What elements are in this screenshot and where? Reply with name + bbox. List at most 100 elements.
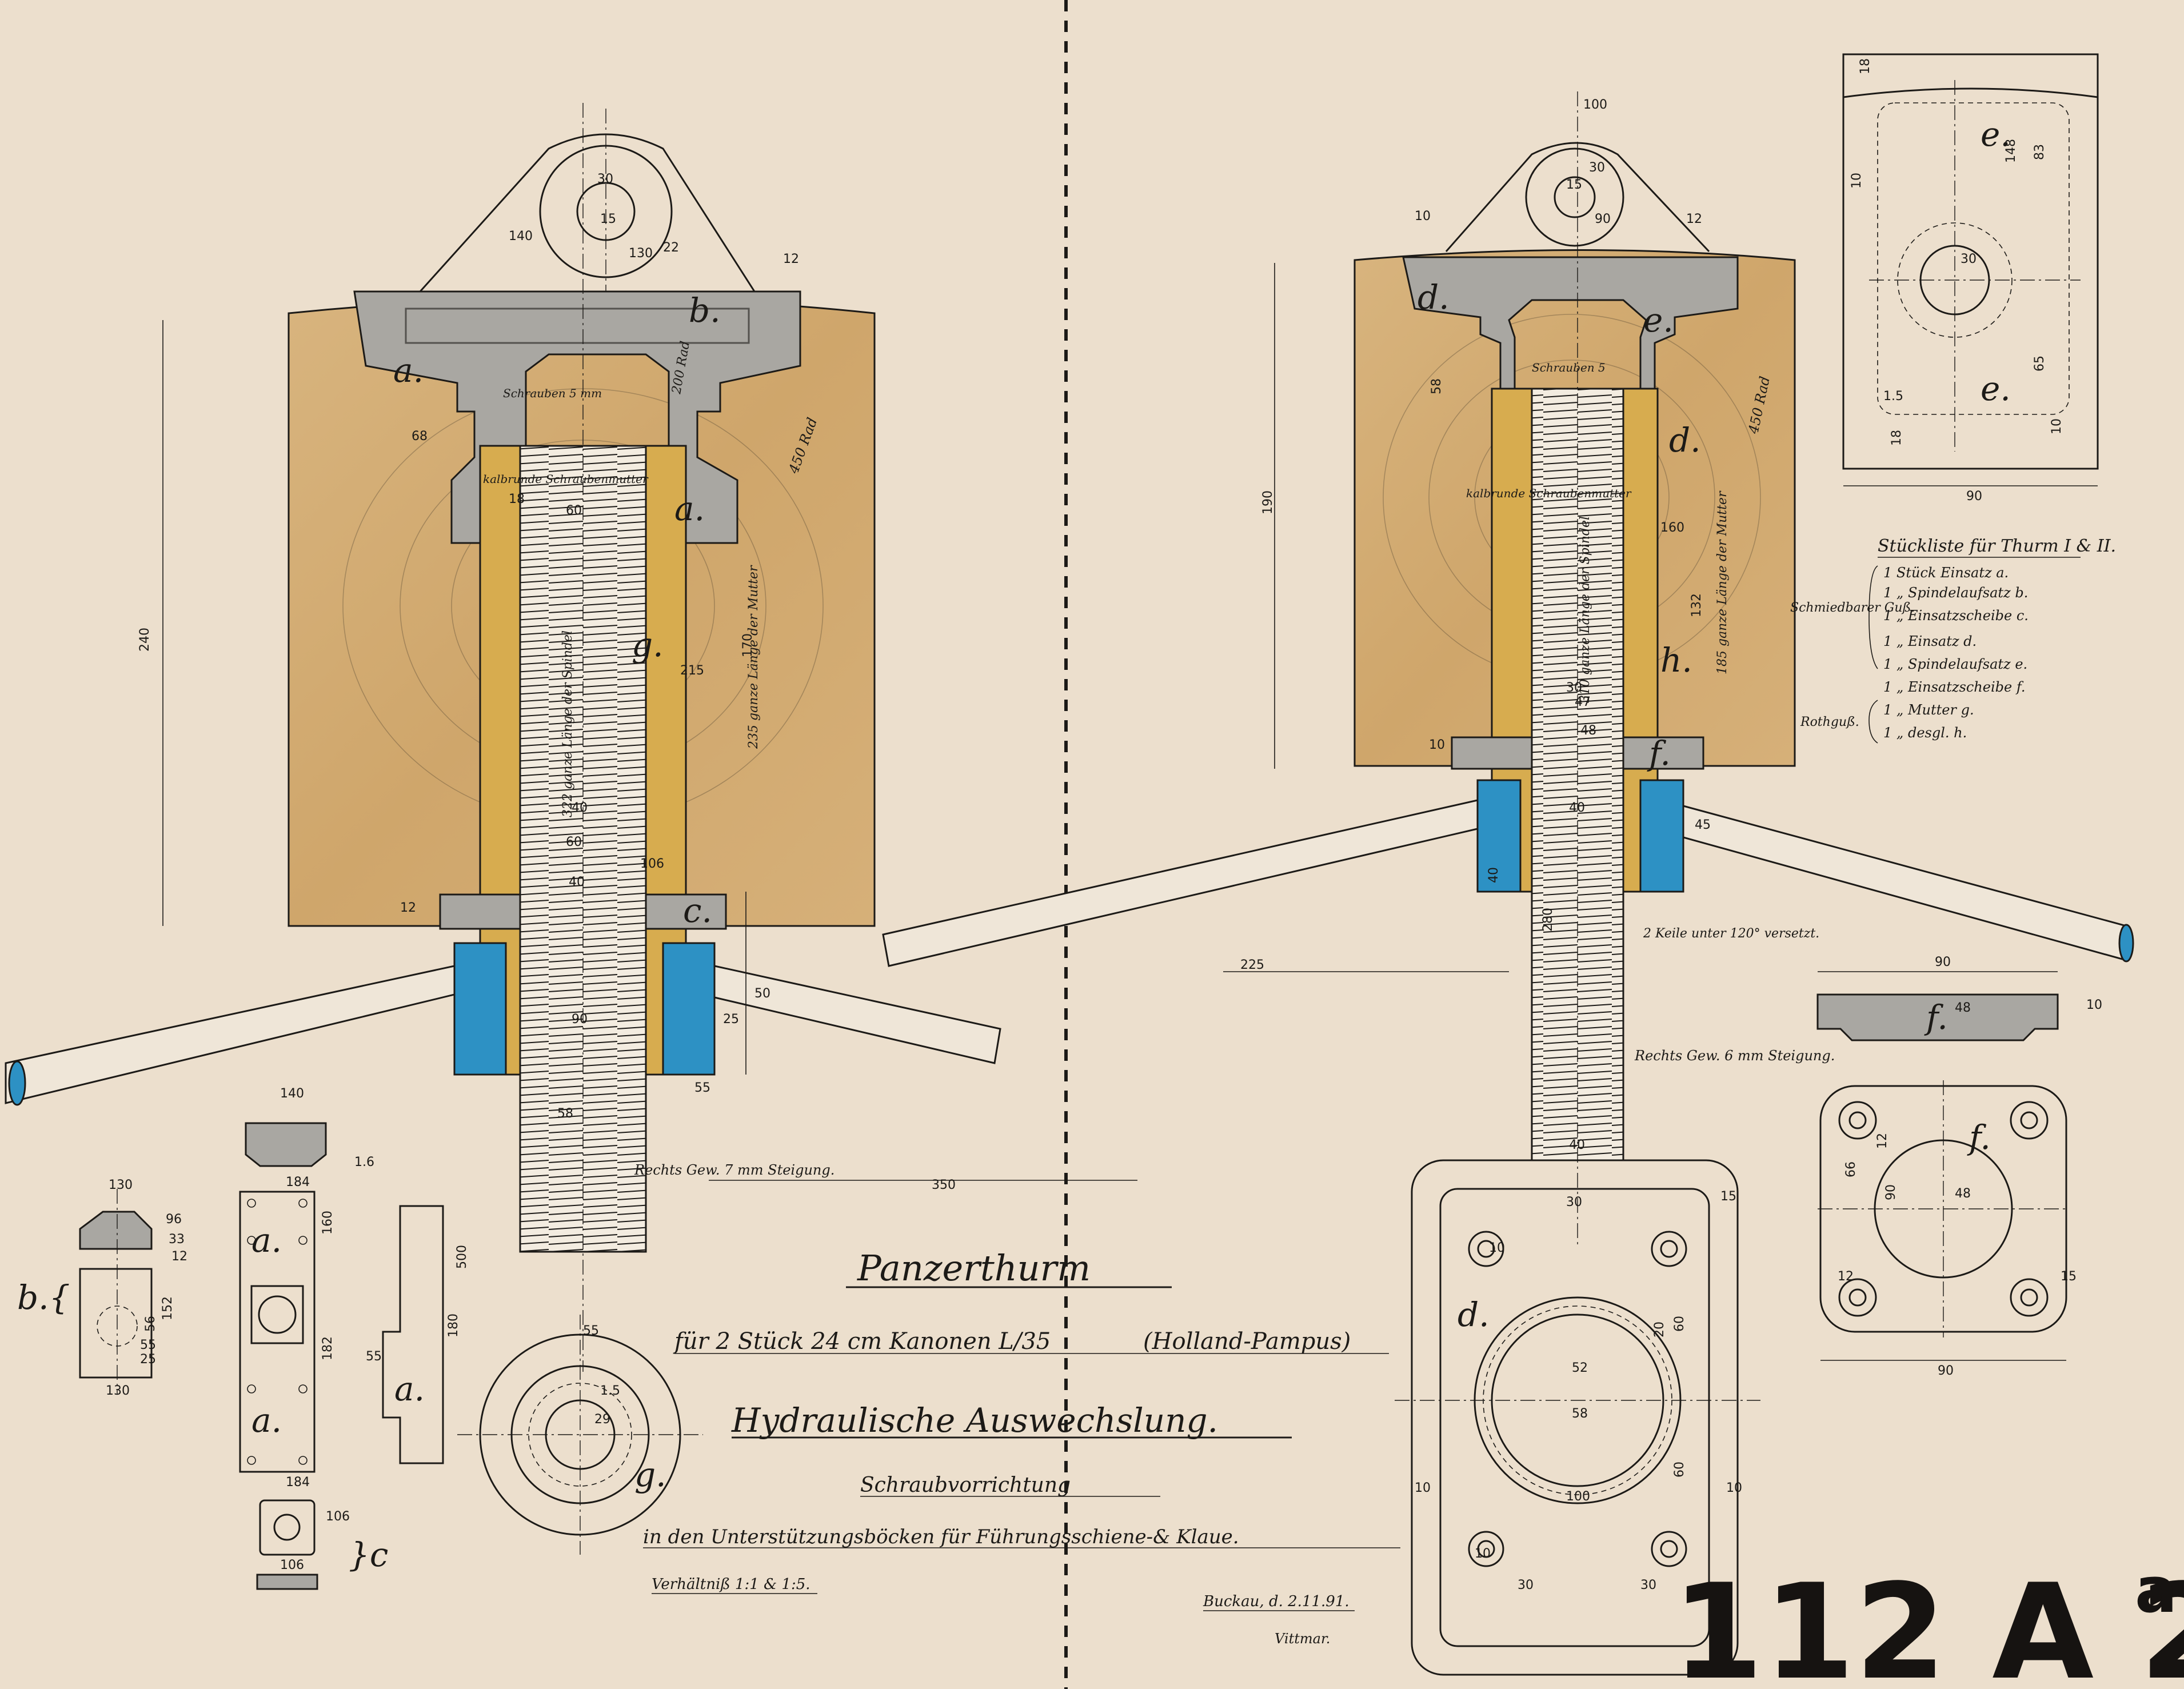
a-dim-1-6: 1.6: [354, 1155, 374, 1169]
dim-55: 55: [694, 1081, 710, 1095]
left-support-arm-right: [713, 965, 1001, 1064]
left-support-arm-left: [5, 965, 456, 1104]
f-dim-48b: 48: [1955, 1187, 1971, 1201]
rdim-280: 280: [1541, 908, 1555, 932]
b-dim-12: 12: [171, 1249, 187, 1264]
b-dim-55: 55: [140, 1338, 156, 1352]
right-label-f: f.: [1647, 734, 1671, 773]
left-plate-c-right: [645, 893, 727, 930]
rdim-132: 132: [1690, 593, 1704, 617]
right-nut-length-note: 185 ganze Länge der Mutter: [1715, 490, 1730, 674]
e-dim-18: 18: [1858, 58, 1872, 74]
a-dim-180: 180: [446, 1313, 461, 1337]
parts-item-7: 1 „ Mutter g.: [1883, 702, 1974, 718]
scale-note: Verhältniß 1:1 & 1:5.: [652, 1576, 810, 1593]
title-line-1: Panzerthurm: [857, 1247, 1091, 1289]
rdim-52: 52: [1572, 1361, 1588, 1375]
dim-170: 170: [741, 633, 755, 657]
f-dim-12b: 12: [1838, 1269, 1854, 1284]
dim-55b: 55: [583, 1324, 599, 1338]
left-assembly-section: a. a. b. g. c. g. 235 ganze Länge der Mu…: [5, 103, 1137, 1555]
e-dim-10: 10: [1850, 173, 1864, 189]
f-dim-66: 66: [1844, 1161, 1858, 1177]
detail-e-label-top: e.: [1981, 115, 2011, 154]
right-bushing-left: [1476, 779, 1522, 893]
e-dim-90: 90: [1966, 489, 1982, 504]
rdim-30e: 30: [1640, 1578, 1656, 1592]
dim-1-5: 1.5: [600, 1384, 620, 1398]
f-dim-90b: 90: [1884, 1184, 1898, 1200]
a-dim-140: 140: [280, 1087, 304, 1101]
b-dim-152: 152: [161, 1296, 175, 1320]
a-dim-184: 184: [286, 1175, 310, 1189]
parts-item-1: 1 Stück Einsatz a.: [1883, 565, 2009, 581]
b-dim-25: 25: [140, 1352, 156, 1367]
right-plate-f-left: [1451, 736, 1533, 770]
left-label-a: a.: [674, 489, 705, 528]
right-base-plate-d: [1395, 1159, 1760, 1676]
rdim-58b: 58: [1572, 1407, 1588, 1421]
dim-22: 22: [663, 241, 679, 255]
parts-list-group2: Rothguß.: [1800, 715, 1859, 729]
right-wedges-note: 2 Keile unter 120° versetzt.: [1643, 927, 1819, 941]
b-dim-96: 96: [166, 1212, 182, 1227]
parts-list-group1: Schmiedbarer Guß.: [1790, 601, 1915, 615]
f-dim-10: 10: [2086, 998, 2102, 1012]
rdim-30b: 30: [1566, 681, 1582, 695]
right-rod-thread-note: Rechts Gew. 6 mm Steigung.: [1634, 1048, 1835, 1064]
dim-350: 350: [932, 1178, 956, 1192]
rdim-48: 48: [1580, 724, 1596, 738]
rdim-40b: 40: [1569, 801, 1585, 815]
rdim-40c: 40: [1569, 1138, 1585, 1152]
rdim-60b: 60: [1672, 1462, 1687, 1478]
left-screw-note: Schrauben 5 mm: [503, 386, 602, 400]
detail-a-label-2: a.: [251, 1401, 282, 1440]
rdim-15: 15: [1720, 1189, 1736, 1204]
dim-40a: 40: [572, 801, 588, 815]
e-dim-1-5: 1.5: [1883, 389, 1903, 404]
parts-item-5: 1 „ Spindelaufsatz e.: [1883, 656, 2027, 672]
rdim-10: 10: [1415, 209, 1431, 223]
right-support-arm-left: [882, 799, 1479, 967]
dim-90: 90: [572, 1012, 588, 1027]
title-line-2-right: (Holland-Pampus): [1143, 1328, 1351, 1355]
rdim-45: 45: [1695, 818, 1711, 832]
a-dim-160: 160: [321, 1211, 335, 1235]
parts-item-3: 1 „ Einsatzscheibe c.: [1883, 608, 2029, 624]
detail-b-brace: b.{: [17, 1278, 70, 1317]
dim-240: 240: [138, 628, 152, 652]
rdim-225: 225: [1240, 958, 1264, 972]
left-nut-length-note: 235 ganze Länge der Mutter: [746, 565, 761, 749]
right-bushing-right: [1639, 779, 1684, 893]
title-line-3: Hydraulische Auswechslung.: [731, 1401, 1218, 1440]
right-kalbrunde-note: kalbrunde Schraubenmutter: [1466, 486, 1632, 500]
rdim-100: 100: [1583, 98, 1607, 112]
detail-c-brace: }c: [349, 1535, 388, 1574]
c-dim-106b: 106: [280, 1558, 304, 1572]
rdim-160: 160: [1660, 521, 1684, 535]
e-dim-18b: 18: [1890, 430, 1904, 446]
place-date: Buckau, d. 2.11.91.: [1203, 1593, 1349, 1610]
left-spindle-length-note: 322 ganze Länge der Spindel: [561, 630, 575, 817]
rdim-30d: 30: [1518, 1578, 1534, 1592]
archive-number-suffix: a: [2135, 1554, 2177, 1627]
a-dim-500: 500: [455, 1245, 469, 1269]
rdim-100b: 100: [1566, 1490, 1590, 1504]
rdim-40: 40: [1487, 867, 1501, 883]
f-dim-12: 12: [1875, 1133, 1890, 1149]
parts-item-8: 1 „ desgl. h.: [1883, 725, 1967, 741]
dim-40b: 40: [569, 875, 585, 889]
c-dim-106: 106: [326, 1510, 350, 1524]
rdim-15: 15: [1566, 178, 1582, 192]
b-dim-130: 130: [109, 1178, 133, 1192]
dim-12b: 12: [400, 901, 416, 915]
right-screw-note: Schrauben 5: [1532, 361, 1606, 374]
b-dim-130b: 130: [106, 1384, 130, 1398]
rdim-190: 190: [1261, 490, 1275, 514]
right-label-e: e.: [1643, 301, 1674, 340]
left-steel-insert-a: [353, 290, 801, 544]
left-label-g: g.: [632, 625, 664, 664]
parts-item-6: 1 „ Einsatzscheibe f.: [1883, 679, 2025, 695]
archive-stamp: 112 A 244 a: [1672, 1554, 2184, 1689]
rdim-10c: 10: [1489, 1241, 1505, 1255]
